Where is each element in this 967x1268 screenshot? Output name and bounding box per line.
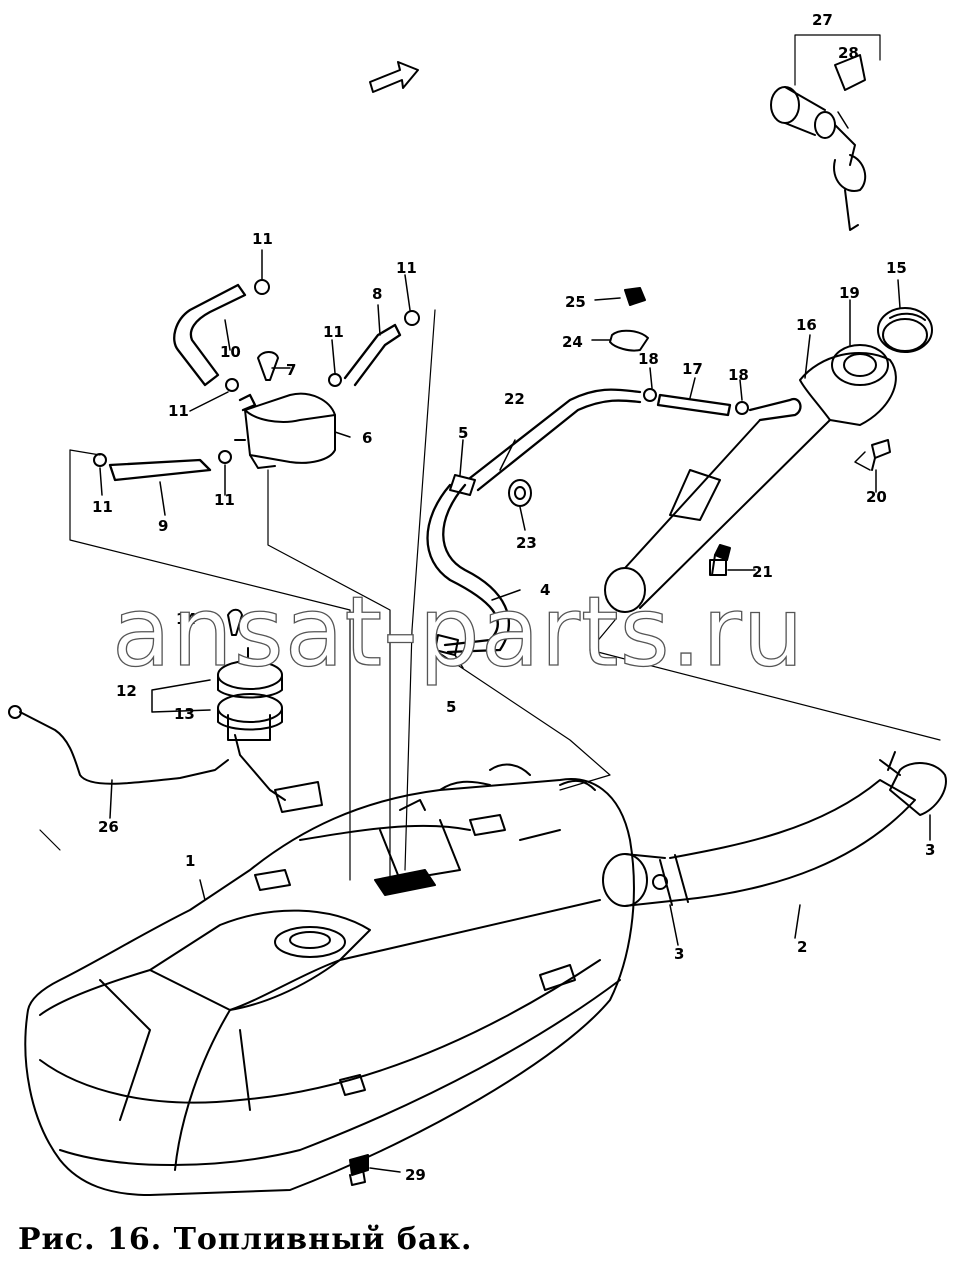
label-28: 28 [838,44,859,62]
fuel-tank-exploded-diagram: 1 2 3 3 4 5 5 6 7 8 9 10 11 11 11 11 11 … [8,11,947,1196]
label-19: 19 [839,284,860,302]
label-16: 16 [796,316,817,334]
label-11: 11 [168,402,189,420]
label-9: 9 [158,517,168,535]
label-24: 24 [562,333,583,351]
filler-pipe [604,344,897,613]
ground-wire [8,705,229,785]
label-3: 3 [925,841,935,859]
label-13: 13 [174,705,195,723]
small-fasteners [93,279,891,1186]
label-11: 11 [92,498,113,516]
label-4: 4 [540,581,550,599]
label-10: 10 [220,343,241,361]
assembly-lines [39,34,941,881]
label-leaders [99,111,931,1173]
label-29: 29 [405,1166,426,1184]
label-21: 21 [752,563,773,581]
label-14: 14 [176,610,197,628]
label-11: 11 [214,491,235,509]
label-8: 8 [372,285,382,303]
fuel-pump-unit [217,647,323,813]
lock-and-keys [770,54,867,231]
label-2: 2 [797,938,807,956]
label-23: 23 [516,534,537,552]
vent-hoses [108,283,802,654]
label-15: 15 [886,259,907,277]
label-11: 11 [396,259,417,277]
filler-hose [602,751,947,907]
label-3: 3 [674,945,684,963]
fuel-tank [24,763,635,1196]
figure-caption: Рис. 16. Топливный бак. [18,1222,473,1257]
label-18: 18 [728,366,749,384]
label-7: 7 [286,361,296,379]
label-5: 5 [458,424,468,442]
label-27: 27 [812,11,833,29]
watermark: ansat-parts.ru [111,575,805,688]
label-6: 6 [362,429,372,447]
direction-arrow-icon [369,61,419,93]
fuel-cap [877,307,933,353]
label-1: 1 [185,852,195,870]
part-labels: 1 2 3 3 4 5 5 6 7 8 9 10 11 11 11 11 11 … [92,11,935,1184]
label-25: 25 [565,293,586,311]
label-26: 26 [98,818,119,836]
label-5: 5 [446,698,456,716]
label-11: 11 [252,230,273,248]
label-22: 22 [504,390,525,408]
label-12: 12 [116,682,137,700]
label-20: 20 [866,488,887,506]
label-11: 11 [323,323,344,341]
canister [234,392,336,469]
label-18: 18 [638,350,659,368]
label-17: 17 [682,360,703,378]
